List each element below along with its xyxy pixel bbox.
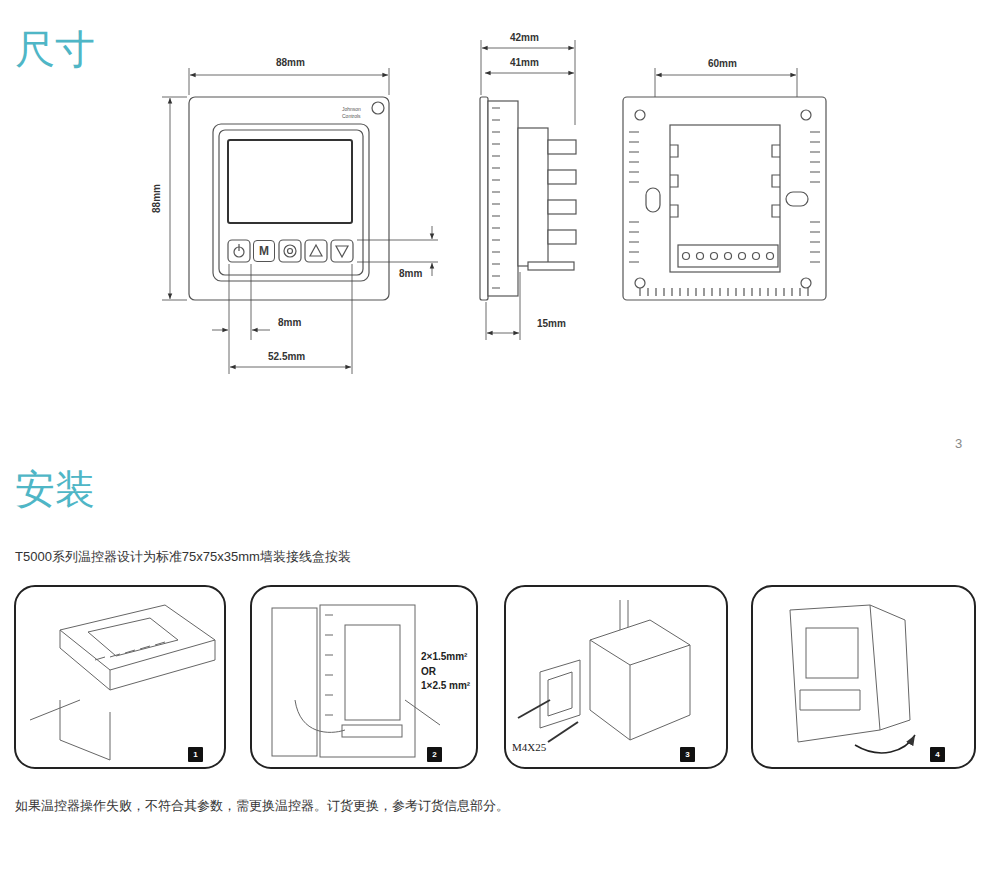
side-view (480, 97, 576, 300)
step-number: 1 (188, 747, 203, 762)
step-illustrations (30, 600, 915, 760)
dimension-label: 8mm (399, 268, 422, 279)
dimension-label: 88mm (276, 57, 305, 68)
dimension-label: 8mm (278, 317, 301, 328)
section-heading: 尺寸 (15, 22, 95, 77)
page-number: 3 (955, 436, 962, 451)
dimension-label: 15mm (537, 318, 566, 329)
step-number: 2 (427, 747, 442, 762)
footer-note: 如果温控器操作失败，不符合其参数，需更换温控器。订货更换，参考订货信息部分。 (15, 798, 509, 815)
dimension-label: 88mm (151, 184, 162, 213)
node-text: 3 (685, 750, 689, 759)
logo-text: Johnson (342, 106, 361, 112)
section-heading: 安装 (15, 462, 95, 517)
node-text: 2 (432, 750, 436, 759)
step-panels (15, 586, 975, 768)
dimension-lines (162, 40, 797, 374)
node-text: 4 (935, 750, 939, 759)
wire-spec: 2×1.5mm² (421, 651, 467, 662)
step-number: 3 (680, 747, 695, 762)
dimension-label: 52.5mm (268, 351, 305, 362)
logo-text: Controls (342, 113, 361, 119)
step-number: 4 (930, 747, 945, 762)
wire-spec: 1×2.5 mm² (421, 680, 470, 691)
front-view (189, 97, 389, 300)
screw-spec: M4X25 (512, 741, 546, 753)
dimension-label: 60mm (708, 58, 737, 69)
dimension-label: 42mm (510, 32, 539, 43)
node-text: M (259, 244, 269, 258)
body-text: T5000系列温控器设计为标准75x75x35mm墙装接线盒按装 (15, 548, 351, 566)
button-key: M (253, 240, 275, 262)
back-view (623, 97, 826, 300)
dimension-label: 41mm (510, 57, 539, 68)
node-text: 1 (193, 750, 197, 759)
wire-spec: OR (421, 666, 436, 677)
